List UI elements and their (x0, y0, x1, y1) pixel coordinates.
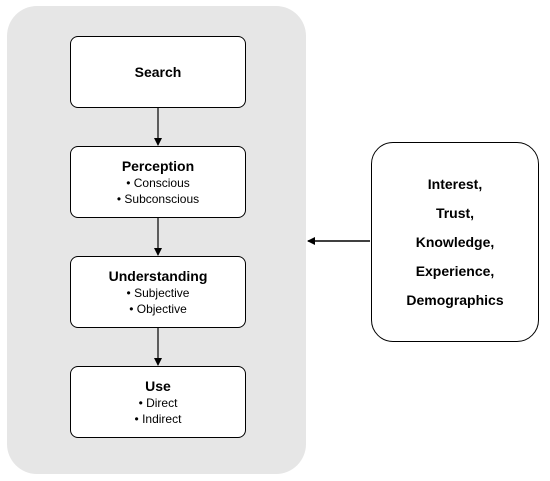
factor-label: Experience, (415, 262, 495, 279)
factor-label: Interest, (427, 175, 483, 192)
stage-understanding-box: Understanding • Subjective • Objective (70, 256, 246, 328)
stage-perception-item: • Conscious (126, 175, 190, 190)
factors-box: Interest, Trust, Knowledge, Experience, … (371, 142, 539, 342)
factor-label: Trust, (435, 204, 475, 221)
stage-search-title: Search (134, 63, 182, 80)
stage-perception-item: • Subconscious (116, 191, 200, 206)
stage-use-title: Use (145, 377, 171, 394)
stage-perception-title: Perception (121, 157, 195, 174)
stage-use-item: • Direct (138, 395, 178, 410)
stage-understanding-item: • Subjective (126, 285, 190, 300)
stage-understanding-title: Understanding (108, 267, 208, 284)
factor-label: Knowledge, (415, 233, 495, 250)
stage-use-box: Use • Direct • Indirect (70, 366, 246, 438)
stage-perception-box: Perception • Conscious • Subconscious (70, 146, 246, 218)
stage-use-item: • Indirect (134, 411, 182, 426)
stage-search-box: Search (70, 36, 246, 108)
factor-label: Demographics (406, 291, 504, 308)
stage-understanding-item: • Objective (129, 301, 187, 316)
